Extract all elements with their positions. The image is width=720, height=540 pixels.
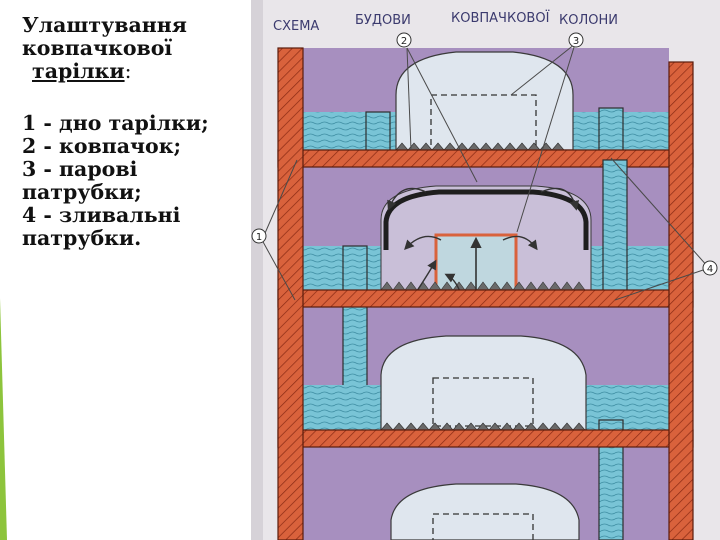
title-colon: :: [124, 59, 132, 83]
tray-floor-a: [277, 149, 694, 168]
legend-item-4-cont: патрубки.: [22, 226, 142, 250]
svg-text:2: 2: [401, 36, 407, 47]
title-line-1: Улаштування: [22, 13, 187, 37]
tray-d: [390, 483, 580, 540]
callout-2: 2: [396, 32, 412, 48]
callout-1: 1: [251, 228, 267, 244]
bubble-cap-column-diagram: СХЕМА БУДОВИ КОВПАЧКОВОЇ КОЛОНИ: [251, 0, 720, 540]
legend-panel: Улаштування ковпачкової тарілки: 1 - дно…: [22, 14, 247, 250]
svg-text:1: 1: [256, 232, 262, 243]
svg-text:3: 3: [573, 36, 579, 47]
header-word-1: СХЕМА: [273, 19, 319, 34]
tray-c: [277, 335, 694, 540]
header-word-3: КОВПАЧКОВОЇ: [451, 10, 550, 26]
column-wall-left: [277, 47, 304, 540]
legend-item-3: 3 - парові: [22, 157, 138, 181]
svg-text:4: 4: [707, 264, 713, 275]
title-underlined-word: тарілки: [32, 59, 125, 83]
legend-item-3-cont: патрубки;: [22, 180, 142, 204]
title-line-2: ковпачкової: [22, 36, 173, 60]
callout-4: 4: [702, 260, 718, 276]
title-line-3: тарілки:: [22, 59, 132, 83]
tray-floor-b: [277, 289, 694, 308]
callout-3: 3: [568, 32, 584, 48]
legend-item-2: 2 - ковпачок;: [22, 134, 182, 158]
legend-item-4: 4 - зливальні: [22, 203, 181, 227]
tray-floor-c: [277, 429, 694, 448]
legend-item-1: 1 - дно тарілки;: [22, 111, 209, 135]
column-wall-right: [668, 61, 694, 540]
header-word-2: БУДОВИ: [355, 13, 411, 28]
tray-a: [277, 51, 694, 168]
legend-list: 1 - дно тарілки; 2 - ковпачок; 3 - паров…: [22, 112, 247, 250]
green-accent-triangle: [0, 298, 7, 540]
diagram-svg: СХЕМА БУДОВИ КОВПАЧКОВОЇ КОЛОНИ: [251, 0, 720, 540]
header-word-4: КОЛОНИ: [559, 13, 618, 28]
tray-b: [277, 159, 694, 392]
